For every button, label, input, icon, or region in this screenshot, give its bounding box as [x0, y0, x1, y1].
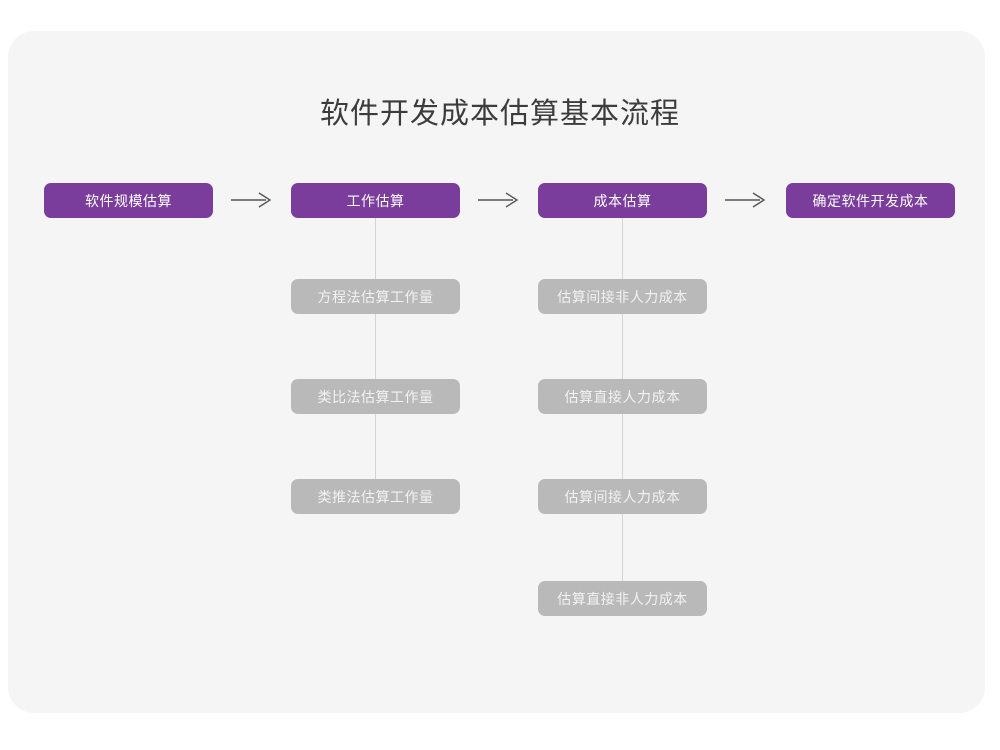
flow-node-cost-estimation[interactable]: 成本估算	[538, 183, 707, 218]
arrow-2-icon	[477, 190, 521, 210]
sub-node-equation-method-workload[interactable]: 方程法估算工作量	[291, 279, 460, 314]
sub-node-label: 类比法估算工作量	[317, 388, 434, 405]
arrow-3-icon	[724, 190, 768, 210]
sub-node-label: 方程法估算工作量	[317, 288, 434, 305]
sub-node-direct-labor-cost[interactable]: 估算直接人力成本	[538, 379, 707, 414]
sub-node-label: 估算直接人力成本	[564, 388, 681, 405]
sub-node-extrapolation-method-workload[interactable]: 类推法估算工作量	[291, 479, 460, 514]
flow-node-label: 软件规模估算	[85, 192, 172, 209]
sub-node-label: 估算直接非人力成本	[557, 590, 688, 607]
sub-node-label: 估算间接非人力成本	[557, 288, 688, 305]
flow-node-determine-development-cost[interactable]: 确定软件开发成本	[786, 183, 955, 218]
diagram-canvas	[8, 31, 985, 713]
flow-node-work-estimation[interactable]: 工作估算	[291, 183, 460, 218]
sub-node-analogy-method-workload[interactable]: 类比法估算工作量	[291, 379, 460, 414]
sub-node-label: 类推法估算工作量	[317, 488, 434, 505]
arrow-1-icon	[230, 190, 274, 210]
flow-node-label: 工作估算	[346, 192, 405, 209]
sub-node-indirect-labor-cost[interactable]: 估算间接人力成本	[538, 479, 707, 514]
sub-node-label: 估算间接人力成本	[564, 488, 681, 505]
sub-node-direct-non-labor-cost[interactable]: 估算直接非人力成本	[538, 581, 707, 616]
connector-line-column-2	[375, 217, 376, 497]
page-title: 软件开发成本估算基本流程	[319, 98, 680, 130]
sub-node-indirect-non-labor-cost[interactable]: 估算间接非人力成本	[538, 279, 707, 314]
flow-node-label: 确定软件开发成本	[812, 192, 929, 209]
flow-node-software-scale-estimation[interactable]: 软件规模估算	[44, 183, 213, 218]
flow-node-label: 成本估算	[593, 192, 652, 209]
